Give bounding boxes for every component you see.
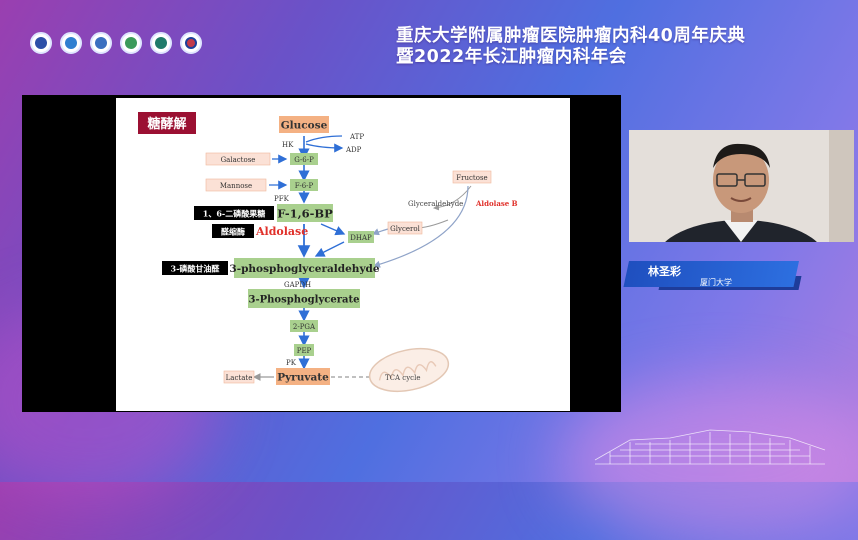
node-g3p xyxy=(234,258,375,278)
label-galactose: Galactose xyxy=(221,156,256,164)
node-glycerol xyxy=(387,221,423,235)
label-pfk: PFK xyxy=(274,195,290,203)
glycolysis-pathway-diagram: 糖酵解 xyxy=(138,112,518,393)
label-tca-cycle: TCA cycle xyxy=(385,374,420,382)
label-pep: PEP xyxy=(297,347,312,355)
node-2pga xyxy=(290,320,318,332)
label-3pg: 3-Phosphoglycerate xyxy=(249,295,360,306)
event-title: 重庆大学附属肿瘤医院肿瘤内科40周年庆典 暨2022年长江肿瘤内科年会 xyxy=(396,26,745,68)
label-box-g3p-cn xyxy=(162,261,228,275)
label-f16bp-cn: 1、6-二磷酸果糖 xyxy=(203,209,265,219)
label-g3p-cn: 3-磷酸甘油醛 xyxy=(171,264,221,274)
association-logo-icon xyxy=(150,32,172,54)
node-glucose xyxy=(279,116,329,133)
speaker-video xyxy=(629,130,854,242)
event-title-line2: 暨2022年长江肿瘤内科年会 xyxy=(396,47,627,67)
mitochondria-icon xyxy=(368,347,450,393)
node-galactose xyxy=(205,152,271,166)
event-title-line1: 重庆大学附属肿瘤医院肿瘤内科40周年庆典 xyxy=(396,26,746,46)
node-pep xyxy=(294,344,314,356)
label-box-f16bp xyxy=(194,206,274,220)
slide-heading: 糖酵解 xyxy=(147,116,186,132)
label-glyceraldehyde: Glyceraldehyde xyxy=(408,200,463,208)
speaker-avatar xyxy=(629,130,854,242)
label-dhap: DHAP xyxy=(350,234,372,242)
glycolysis-slide: 糖酵解 xyxy=(116,98,570,411)
label-pk: PK xyxy=(286,359,297,367)
university-logo-icon xyxy=(30,32,52,54)
node-pyruvate xyxy=(276,368,330,385)
node-f6p xyxy=(290,179,318,191)
node-3pg xyxy=(248,289,360,308)
slide-heading-box xyxy=(138,112,196,134)
node-lactate xyxy=(223,370,255,384)
node-fructose xyxy=(452,170,492,184)
shared-slide-frame: 糖酵解 xyxy=(22,95,621,412)
hospital-logo-icon xyxy=(60,32,82,54)
label-glucose: Glucose xyxy=(281,120,328,132)
label-f6p: F-6-P xyxy=(295,182,314,190)
label-box-aldolase-cn xyxy=(212,224,254,238)
label-adp: ADP xyxy=(345,146,362,154)
label-aldolase-cn: 醛缩酶 xyxy=(221,227,245,237)
label-lactate: Lactate xyxy=(226,374,253,382)
committee-logo-icon xyxy=(120,32,142,54)
speaker-affiliation: 厦门大学 xyxy=(700,278,732,287)
speaker-name: 林圣彩 xyxy=(648,265,681,278)
label-g6p: G-6-P xyxy=(294,156,314,164)
label-hk: HK xyxy=(282,141,294,149)
node-f16bp xyxy=(277,204,333,222)
node-mannose xyxy=(205,178,267,192)
node-g6p xyxy=(290,153,318,165)
node-dhap xyxy=(348,231,374,243)
campus-building-illustration xyxy=(594,429,826,465)
label-aldolase: Aldolase xyxy=(255,225,308,238)
label-glycerol: Glycerol xyxy=(390,225,420,233)
sponsor-logos xyxy=(30,32,202,54)
society-logo-icon xyxy=(90,32,112,54)
label-pyruvate: Pyruvate xyxy=(277,372,329,384)
label-gapdh: GAPDH xyxy=(284,281,311,289)
label-2pga: 2-PGA xyxy=(293,323,316,331)
label-atp: ATP xyxy=(349,133,364,141)
label-mannose: Mannose xyxy=(220,182,252,190)
label-aldolase-b: Aldolase B xyxy=(475,199,518,208)
cancer-center-logo-icon xyxy=(180,32,202,54)
label-f16bp: F-1,6-BP xyxy=(277,207,333,221)
label-fructose: Fructose xyxy=(456,174,487,182)
label-g3p: 3-phosphoglyceraldehyde xyxy=(229,263,379,275)
